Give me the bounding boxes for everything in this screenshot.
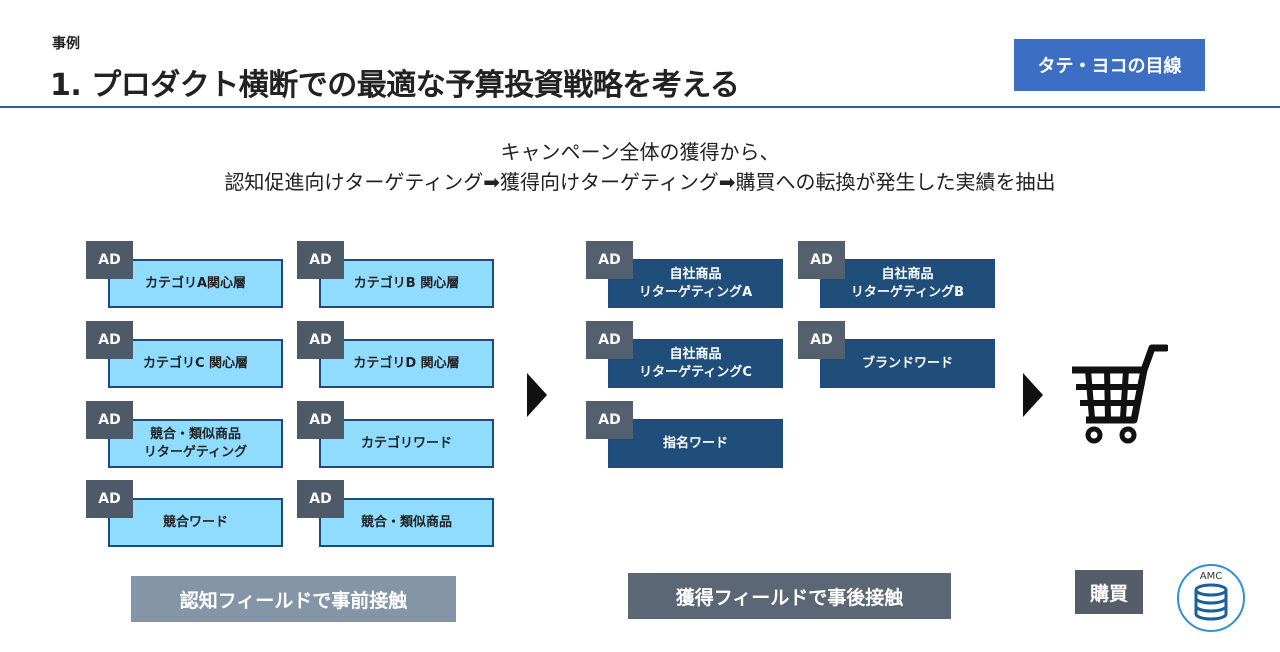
card-label: 自社商品 リターゲティングA	[608, 259, 783, 308]
perspective-badge: タテ・ヨコの目線	[1014, 39, 1205, 91]
awareness-card-category-c: カテゴリC 関心層 AD	[86, 321, 283, 388]
awareness-card-competitor-word: 競合ワード AD	[86, 480, 283, 547]
card-label: カテゴリA関心層	[108, 259, 283, 308]
awareness-card-competitor-retargeting: 競合・類似商品 リターゲティング AD	[86, 401, 283, 468]
ad-tag: AD	[586, 321, 633, 359]
card-label: 競合・類似商品	[319, 498, 494, 547]
card-label: カテゴリC 関心層	[108, 339, 283, 388]
subtitle-line-2: 認知促進向けターゲティング➡獲得向けターゲティング➡購買への転換が発生した実績を…	[224, 170, 1056, 194]
card-label: 競合・類似商品 リターゲティング	[108, 419, 283, 468]
ad-tag: AD	[86, 401, 133, 439]
ad-tag: AD	[297, 401, 344, 439]
subtitle-line-1: キャンペーン全体の獲得から、	[500, 140, 780, 164]
card-label: カテゴリD 関心層	[319, 339, 494, 388]
card-label: 競合ワード	[108, 498, 283, 547]
awareness-card-category-d: カテゴリD 関心層 AD	[297, 321, 494, 388]
purchase-label: 購買	[1075, 570, 1143, 614]
header-divider	[0, 106, 1280, 108]
ad-tag: AD	[586, 241, 633, 279]
subtitle: キャンペーン全体の獲得から、 認知促進向けターゲティング➡獲得向けターゲティング…	[0, 137, 1280, 197]
flow-arrow-to-acquisition	[527, 373, 547, 417]
acquisition-field-label: 獲得フィールドで事後接触	[628, 573, 951, 619]
shopping-cart-icon	[1072, 344, 1168, 444]
ad-tag: AD	[86, 241, 133, 279]
acquisition-card-retargeting-a: 自社商品 リターゲティングA AD	[586, 241, 783, 308]
ad-tag: AD	[297, 321, 344, 359]
ad-tag: AD	[798, 321, 845, 359]
card-label: 指名ワード	[608, 419, 783, 468]
card-label: ブランドワード	[820, 339, 995, 388]
ad-tag: AD	[297, 241, 344, 279]
ad-tag: AD	[798, 241, 845, 279]
flow-arrow-to-purchase	[1023, 373, 1043, 417]
acquisition-card-brand-word: ブランドワード AD	[798, 321, 995, 388]
ad-tag: AD	[86, 321, 133, 359]
ad-tag: AD	[586, 401, 633, 439]
awareness-card-category-b: カテゴリB 関心層 AD	[297, 241, 494, 308]
awareness-card-category-a: カテゴリA関心層 AD	[86, 241, 283, 308]
ad-tag: AD	[297, 480, 344, 518]
awareness-card-category-word: カテゴリワード AD	[297, 401, 494, 468]
card-label: 自社商品 リターゲティングB	[820, 259, 995, 308]
section-kicker: 事例	[52, 36, 80, 52]
card-label: カテゴリB 関心層	[319, 259, 494, 308]
amc-logo-text: AMC	[1200, 571, 1222, 582]
awareness-field-label: 認知フィールドで事前接触	[131, 576, 456, 622]
page-title: 1. プロダクト横断での最適な予算投資戦略を考える	[50, 68, 740, 103]
card-label: 自社商品 リターゲティングC	[608, 339, 783, 388]
card-label: カテゴリワード	[319, 419, 494, 468]
acquisition-card-retargeting-b: 自社商品 リターゲティングB AD	[798, 241, 995, 308]
ad-tag: AD	[86, 480, 133, 518]
database-icon: AMC	[1177, 564, 1245, 632]
acquisition-card-retargeting-c: 自社商品 リターゲティングC AD	[586, 321, 783, 388]
acquisition-card-designation-word: 指名ワード AD	[586, 401, 783, 468]
awareness-card-competitor-products: 競合・類似商品 AD	[297, 480, 494, 547]
